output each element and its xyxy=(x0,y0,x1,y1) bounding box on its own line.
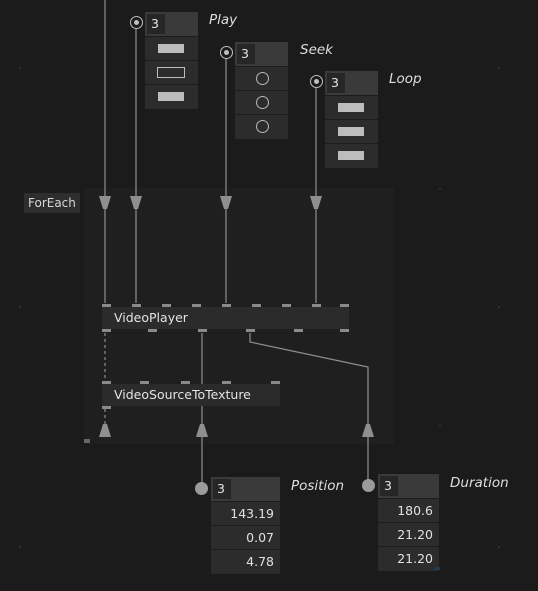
loop-connector[interactable] xyxy=(310,75,323,88)
value-row[interactable]: 4.78 xyxy=(211,549,280,573)
bang-row[interactable] xyxy=(235,90,288,114)
position-label: Position xyxy=(291,478,345,494)
pin[interactable] xyxy=(198,329,207,332)
value-row[interactable]: 143.19 xyxy=(211,501,280,525)
value-text: 21.20 xyxy=(397,551,433,566)
play-connector[interactable] xyxy=(130,16,143,29)
toggle-row[interactable] xyxy=(145,36,198,60)
videoplayer-node[interactable]: VideoPlayer xyxy=(102,307,349,329)
toggle-row[interactable] xyxy=(145,84,198,108)
pin[interactable] xyxy=(340,304,349,307)
pin[interactable] xyxy=(102,406,111,409)
toggle-row[interactable] xyxy=(325,143,378,167)
toggle-on[interactable] xyxy=(338,103,364,112)
iobox-header: 3 xyxy=(325,71,378,95)
loop-label: Loop xyxy=(389,71,422,87)
wire-duration xyxy=(249,333,369,485)
toggle-on[interactable] xyxy=(158,92,184,101)
play-label: Play xyxy=(209,12,238,28)
foreach-label[interactable]: ForEach xyxy=(24,193,80,213)
toggle-row[interactable] xyxy=(325,95,378,119)
value-row[interactable]: 21.20 xyxy=(378,522,439,546)
pin[interactable] xyxy=(222,304,231,307)
pin[interactable] xyxy=(294,329,303,332)
region-input-pin-2[interactable] xyxy=(130,196,142,209)
foreach-region-handle[interactable] xyxy=(84,439,90,443)
pin[interactable] xyxy=(102,329,111,332)
region-input-pin-1[interactable] xyxy=(99,196,111,209)
value-text: 180.6 xyxy=(397,503,433,518)
item-count[interactable]: 3 xyxy=(213,479,231,499)
bang-button[interactable] xyxy=(256,120,269,133)
toggle-on[interactable] xyxy=(338,127,364,136)
item-count[interactable]: 3 xyxy=(147,14,165,34)
iobox-header: 3 xyxy=(145,12,198,36)
region-output-pin-1[interactable] xyxy=(99,424,111,437)
value-text: 4.78 xyxy=(246,554,274,569)
pin[interactable] xyxy=(271,381,280,384)
pin[interactable] xyxy=(140,381,149,384)
iobox-header: 3 xyxy=(235,42,288,66)
value-row[interactable]: 21.20 xyxy=(378,546,439,570)
pin[interactable] xyxy=(132,304,141,307)
duration-connector[interactable] xyxy=(362,479,375,492)
item-count[interactable]: 3 xyxy=(327,73,345,93)
pin[interactable] xyxy=(192,304,201,307)
toggle-row[interactable] xyxy=(145,60,198,84)
region-output-pin-2[interactable] xyxy=(196,424,208,437)
region-output-pin-3[interactable] xyxy=(362,424,374,437)
value-text: 21.20 xyxy=(397,527,433,542)
item-count[interactable]: 3 xyxy=(380,476,398,496)
region-input-pin-3[interactable] xyxy=(220,196,232,209)
pin[interactable] xyxy=(181,381,190,384)
seek-connector[interactable] xyxy=(220,46,233,59)
value-text: 143.19 xyxy=(230,506,274,521)
pin[interactable] xyxy=(312,304,321,307)
pin[interactable] xyxy=(102,304,111,307)
toggle-on[interactable] xyxy=(158,44,184,53)
pin[interactable] xyxy=(252,304,261,307)
seek-iobox[interactable]: 3 xyxy=(235,42,288,139)
value-row[interactable]: 180.6 xyxy=(378,498,439,522)
position-connector[interactable] xyxy=(195,482,208,495)
iobox-header: 3 xyxy=(211,477,280,501)
pin[interactable] xyxy=(282,304,291,307)
item-count[interactable]: 3 xyxy=(237,44,255,64)
position-iobox[interactable]: 3 143.19 0.07 4.78 xyxy=(211,477,280,574)
pin[interactable] xyxy=(102,381,111,384)
duration-iobox[interactable]: 3 180.6 21.20 21.20 xyxy=(378,474,439,571)
pin[interactable] xyxy=(162,304,171,307)
resize-handle[interactable] xyxy=(434,567,440,570)
bang-button[interactable] xyxy=(256,72,269,85)
play-iobox[interactable]: 3 xyxy=(145,12,198,109)
duration-label: Duration xyxy=(450,475,509,491)
value-text: 0.07 xyxy=(246,530,274,545)
seek-label: Seek xyxy=(300,42,333,58)
pin[interactable] xyxy=(222,381,231,384)
bang-row[interactable] xyxy=(235,114,288,138)
toggle-off[interactable] xyxy=(157,67,185,78)
bang-row[interactable] xyxy=(235,66,288,90)
region-input-pin-4[interactable] xyxy=(310,196,322,209)
toggle-on[interactable] xyxy=(338,151,364,160)
bang-button[interactable] xyxy=(256,96,269,109)
pin[interactable] xyxy=(246,329,255,332)
iobox-header: 3 xyxy=(378,474,439,498)
value-row[interactable]: 0.07 xyxy=(211,525,280,549)
loop-iobox[interactable]: 3 xyxy=(325,71,378,168)
videosourcetotexture-node[interactable]: VideoSourceToTexture xyxy=(102,384,280,406)
toggle-row[interactable] xyxy=(325,119,378,143)
pin[interactable] xyxy=(340,329,349,332)
pin[interactable] xyxy=(148,329,157,332)
